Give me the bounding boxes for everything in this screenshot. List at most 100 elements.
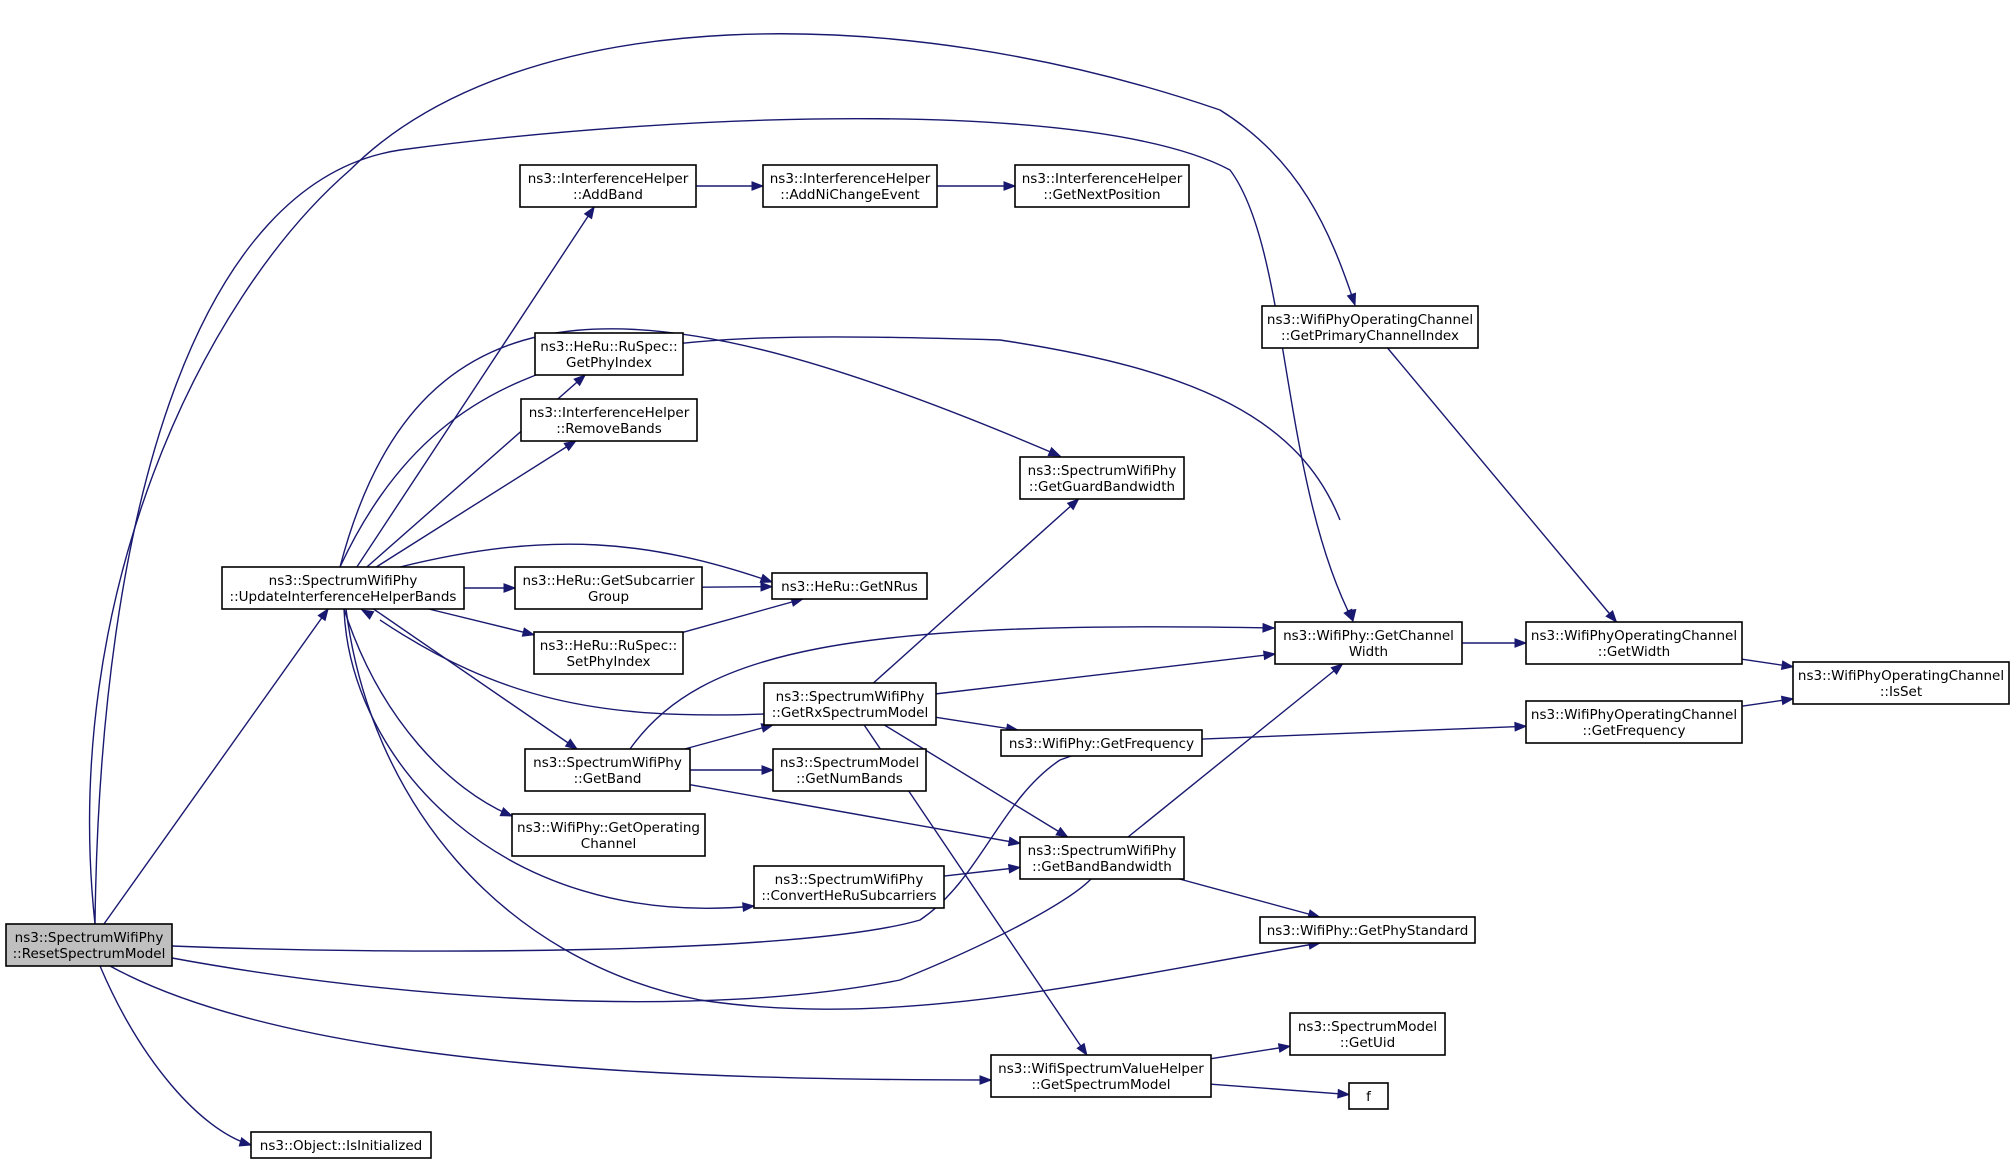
node-n18[interactable]: ns3::SpectrumWifiPhy::GetBandBandwidth xyxy=(1019,836,1185,880)
edge-line xyxy=(339,336,1341,568)
edge-n1-n5 xyxy=(375,440,577,568)
node-box xyxy=(1525,621,1743,665)
edge-line xyxy=(399,543,773,583)
arrowhead-icon xyxy=(1055,826,1069,838)
edge-line xyxy=(935,653,1276,695)
node-n10[interactable]: ns3::InterferenceHelper::AddNiChangeEven… xyxy=(762,164,938,208)
edge-n19-n23 xyxy=(1210,1043,1292,1060)
arrowhead-icon xyxy=(751,181,765,191)
node-label-line: ::GetRxSpectrumModel xyxy=(772,705,928,721)
arrowhead-icon xyxy=(1076,1042,1088,1057)
node-label-line: ::GetWidth xyxy=(1598,644,1670,660)
node-n19[interactable]: ns3::WifiSpectrumValueHelper::GetSpectru… xyxy=(990,1054,1212,1098)
node-box xyxy=(1792,661,2010,705)
node-n3[interactable]: ns3::InterferenceHelper::AddBand xyxy=(519,164,697,208)
edge-line xyxy=(1201,725,1527,740)
arrowhead-icon xyxy=(503,583,517,593)
edge-line xyxy=(935,716,1018,731)
node-n11[interactable]: ns3::SpectrumWifiPhy::GetRxSpectrumModel xyxy=(763,682,937,726)
node-box xyxy=(1000,729,1203,757)
node-label-line: ns3::HeRu::RuSpec:: xyxy=(540,638,677,654)
node-n13[interactable]: ns3::SpectrumWifiPhy::ConvertHeRuSubcarr… xyxy=(753,865,945,909)
node-label-line: f xyxy=(1366,1089,1372,1105)
node-label-line: ::GetNumBands xyxy=(796,771,903,787)
arrowhead-icon xyxy=(563,440,577,452)
node-label-line: ns3::HeRu::GetNRus xyxy=(781,579,918,595)
node-label-line: ns3::SpectrumWifiPhy xyxy=(776,689,925,705)
node-box xyxy=(762,164,938,208)
node-label-line: ns3::WifiPhy::GetChannel xyxy=(1283,628,1454,644)
arrowhead-icon xyxy=(1780,660,1795,670)
edge-line xyxy=(684,724,774,750)
node-box xyxy=(221,566,465,610)
edge-line xyxy=(1210,1045,1291,1060)
node-n27[interactable]: ns3::WifiPhyOperatingChannel::IsSet xyxy=(1792,661,2010,705)
node-box xyxy=(524,748,691,792)
edge-n1-n8 xyxy=(373,608,579,750)
edge-n1-n15 xyxy=(339,328,1062,568)
edge-n1-n7 xyxy=(428,608,536,637)
arrowhead-icon xyxy=(317,607,329,622)
edge-line xyxy=(428,608,535,636)
edge-n20-n25 xyxy=(1387,347,1618,624)
arrowhead-icon xyxy=(1262,622,1276,633)
arrowhead-icon xyxy=(1330,663,1344,676)
node-label-line: ::UpdateInterferenceHelperBands xyxy=(230,589,457,605)
node-box xyxy=(1289,1012,1446,1056)
node-n23[interactable]: ns3::SpectrumModel::GetUid xyxy=(1289,1012,1446,1056)
node-box xyxy=(1259,916,1476,944)
node-n16[interactable]: ns3::HeRu::GetNRus xyxy=(771,572,928,600)
edge-line xyxy=(343,608,755,909)
edge-n0-n1 xyxy=(103,607,329,925)
node-label-line: Group xyxy=(588,589,629,605)
edge-n11-n21 xyxy=(935,650,1277,695)
node-n4[interactable]: ns3::HeRu::RuSpec::GetPhyIndex xyxy=(534,332,684,376)
node-n14[interactable]: ns3::InterferenceHelper::GetNextPosition xyxy=(1014,164,1190,208)
node-label-line: ns3::InterferenceHelper xyxy=(1022,171,1183,187)
edge-n3-n10 xyxy=(696,181,765,191)
edge-n8-n18 xyxy=(689,783,1022,847)
node-box xyxy=(1525,700,1743,744)
edge-n1-n16 xyxy=(399,543,774,583)
arrowhead-icon xyxy=(573,374,587,387)
edge-n11-n1 xyxy=(360,609,765,716)
node-n7[interactable]: ns3::HeRu::RuSpec::SetPhyIndex xyxy=(533,631,684,675)
node-n8[interactable]: ns3::SpectrumWifiPhy::GetBand xyxy=(524,748,691,792)
node-n15[interactable]: ns3::SpectrumWifiPhy::GetGuardBandwidth xyxy=(1019,456,1185,500)
node-n17[interactable]: ns3::WifiPhy::GetFrequency xyxy=(1000,729,1203,757)
node-label-line: GetPhyIndex xyxy=(566,355,652,371)
node-n0[interactable]: ns3::SpectrumWifiPhy::ResetSpectrumModel xyxy=(5,923,173,967)
edge-line xyxy=(883,724,1069,838)
node-label-line: ::ConvertHeRuSubcarriers xyxy=(761,888,936,904)
edge-n17-n26 xyxy=(1201,721,1528,740)
edge-n11-n15 xyxy=(872,498,1080,684)
edge-line xyxy=(171,742,1119,952)
node-n5[interactable]: ns3::InterferenceHelper::RemoveBands xyxy=(520,398,698,442)
node-label-line: ns3::InterferenceHelper xyxy=(528,171,689,187)
node-n26[interactable]: ns3::WifiPhyOperatingChannel::GetFrequen… xyxy=(1525,700,1743,744)
node-label-line: ::AddNiChangeEvent xyxy=(780,187,919,203)
node-label-line: ::GetBandBandwidth xyxy=(1032,859,1172,875)
node-n22[interactable]: ns3::WifiPhy::GetPhyStandard xyxy=(1259,916,1476,944)
node-n20[interactable]: ns3::WifiPhyOperatingChannel::GetPrimary… xyxy=(1261,305,1479,349)
node-n1[interactable]: ns3::SpectrumWifiPhy::UpdateInterference… xyxy=(221,566,465,610)
node-label-line: ::GetPrimaryChannelIndex xyxy=(1281,328,1459,344)
node-label-line: ::GetBand xyxy=(574,771,642,787)
edge-line xyxy=(1210,1083,1350,1096)
node-n12[interactable]: ns3::SpectrumModel::GetNumBands xyxy=(772,748,927,792)
arrowhead-icon xyxy=(759,573,774,583)
node-label-line: ns3::WifiSpectrumValueHelper xyxy=(998,1061,1204,1077)
node-label-line: ::GetUid xyxy=(1340,1035,1395,1051)
node-n24[interactable]: f xyxy=(1348,1082,1389,1110)
node-n2[interactable]: ns3::Object::IsInitialized xyxy=(250,1131,432,1159)
edge-n10-n14 xyxy=(937,181,1017,191)
arrowhead-icon xyxy=(1346,608,1357,623)
node-n25[interactable]: ns3::WifiPhyOperatingChannel::GetWidth xyxy=(1525,621,1743,665)
node-label-line: ns3::SpectrumWifiPhy xyxy=(533,755,682,771)
node-label-line: ::GetSpectrumModel xyxy=(1031,1077,1170,1093)
node-box xyxy=(519,164,697,208)
edge-line xyxy=(872,498,1080,684)
